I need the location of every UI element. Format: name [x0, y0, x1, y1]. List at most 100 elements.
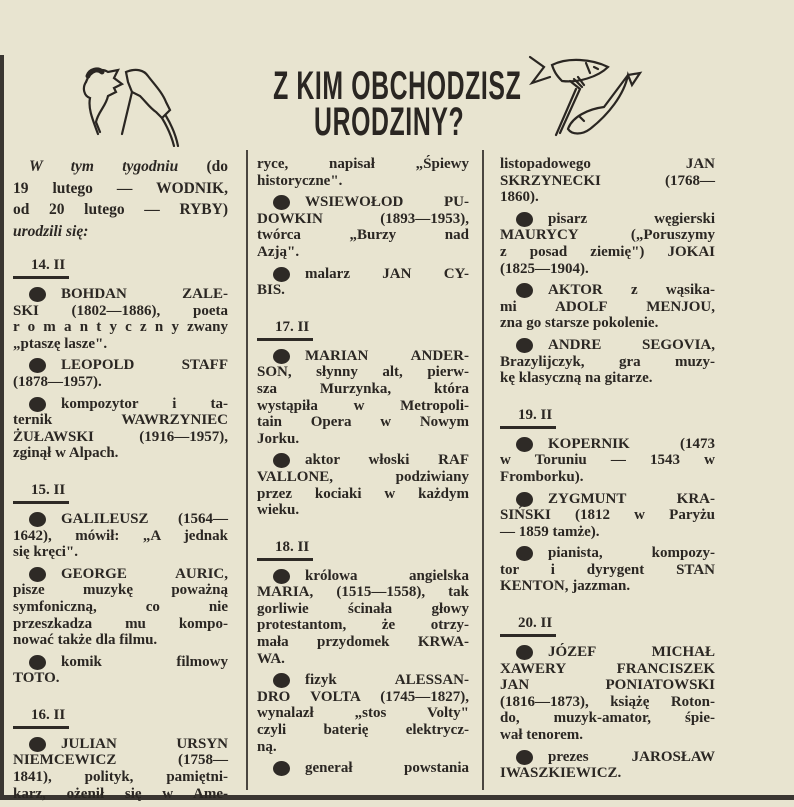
bullet-icon: [29, 358, 46, 374]
entry-text-line: wynalazł „stos Volty": [257, 705, 469, 722]
date-heading: 18. II: [257, 538, 314, 561]
entry-text-line: MARIAN ANDER-: [305, 347, 469, 364]
entry-text-line: VALLONE, podziwiany: [257, 468, 469, 485]
entry-text-line: (1816—1873), książę Roton-: [500, 693, 715, 710]
aquarius-water-bearer-icon: [82, 67, 180, 147]
entry-text-line: aktor włoski RAF: [305, 452, 469, 469]
birthday-entry: ANDRE SEGOVIA,Brazylijczyk, gra muzy-kę …: [500, 337, 715, 387]
entry-text-line: SKRZYNECKI (1768—: [500, 172, 715, 189]
entry-text-line: wieku.: [257, 502, 300, 519]
entry-text-line: prezes JAROSŁAW: [548, 748, 715, 765]
entry-text-line: pisarz węgierski: [548, 210, 715, 227]
entry-text-line: pianista, kompozy-: [548, 545, 715, 562]
date-heading: 17. II: [257, 318, 314, 341]
entry-text-line: WSIEWOŁOD PU-: [305, 194, 469, 211]
entry-text-line: tain Opera w Nowym: [257, 414, 469, 431]
entry-text-line: DOWKIN (1893—1953),: [257, 210, 469, 227]
entry-text-line: królowa angielska: [305, 567, 469, 584]
entry-text-line: JULIAN URSYN: [61, 735, 228, 752]
birthday-entry: WSIEWOŁOD PU-DOWKIN (1893—1953),twórca „…: [257, 194, 469, 260]
birthday-entry: AKTOR z wąsika-mi ADOLF MENJOU,zna go st…: [500, 282, 715, 332]
entry-text-line: ternik WAWRZYNIEC: [13, 412, 228, 429]
date-heading: 16. II: [13, 706, 70, 729]
birthday-entry: MARIAN ANDER-SON, słynny alt, pierw-sza …: [257, 348, 469, 448]
date-heading: 20. II: [500, 614, 557, 638]
entry-text-line: fizyk ALESSAN-: [305, 672, 469, 689]
entry-text-line: GALILEUSZ (1564—: [61, 510, 228, 527]
entry-text-line: Brazylijczyk, gra muzy-: [500, 353, 715, 370]
entry-text-line: MAURYCY („Poruszymy: [500, 227, 715, 244]
bullet-icon: [516, 283, 533, 299]
entry-text-line: kę klasyczną na gitarze.: [500, 370, 653, 387]
entry-text-line: twórca „Burzy nad: [257, 227, 469, 244]
entry-text-line: 1860).: [500, 189, 539, 206]
entry-text-line: do, muzyk-amator, śpie-: [500, 710, 715, 727]
entry-text-line: (1825—1904).: [500, 260, 589, 277]
entry-text-line: Jorku.: [257, 430, 300, 447]
entry-text-line: JAN PONIATOWSKI: [500, 677, 715, 694]
entry-text-line: XAWERY FRANCISZEK: [500, 660, 715, 677]
entry-text-line: komik filmowy: [61, 653, 228, 670]
entry-text-line: sza Murzynka, która: [257, 380, 469, 397]
entry-text-line: BOHDAN ZALE-: [61, 286, 228, 302]
column-divider: [246, 150, 248, 790]
bullet-icon: [273, 568, 290, 584]
bullet-icon: [29, 287, 46, 302]
entry-text-line: przeszkadza mu kompo-: [13, 615, 228, 632]
entry-text-line: mała przydomek KRWA-: [257, 634, 469, 651]
entry-text-line: AKTOR z wąsika-: [548, 282, 715, 299]
bullet-icon: [29, 566, 46, 582]
entry-text-line: NIEMCEWICZ (1758—: [13, 752, 228, 769]
birthday-entry: fizyk ALESSAN-DRO VOLTA (1745—1827),wyna…: [257, 672, 469, 755]
entry-text-line: gorliwie ścinała głowy: [257, 600, 469, 617]
bullet-icon: [29, 736, 46, 752]
bottom-rule: [0, 795, 794, 800]
entry-text-line: ną.: [257, 738, 277, 755]
birthday-entry: malarz JAN CY-BIS.: [257, 266, 469, 299]
birthday-entry: generał powstania: [257, 760, 469, 777]
bullet-icon: [516, 645, 533, 661]
birthday-entry: ZYGMUNT KRA-SIŃSKI (1812 w Paryżu— 1859 …: [500, 491, 715, 541]
entry-text-line: się kręci".: [13, 544, 78, 561]
entry-text-line: MARIA, (1515—1558), tak: [257, 584, 469, 601]
entry-text-line: historyczne".: [257, 172, 343, 189]
headline-line-2: URODZINY?: [313, 100, 465, 144]
entry-text-line: symfoniczną, co nie: [13, 598, 228, 615]
date-heading: 19. II: [500, 406, 557, 429]
entry-text-line: zna go starsze pokolenie.: [500, 315, 659, 332]
bullet-icon: [29, 654, 46, 670]
intro-paragraph: W tym tygodniu (do 19 lutego — WODNIK, o…: [13, 156, 228, 242]
entry-text-line: SON, słynny alt, pierw-: [257, 364, 469, 381]
date-heading: 14. II: [13, 256, 70, 279]
entry-text-line: DRO VOLTA (1745—1827),: [257, 688, 469, 705]
entry-text-line: LEOPOLD STAFF: [61, 357, 228, 374]
bullet-icon: [273, 673, 290, 689]
entry-text-line: GEORGE AURIC,: [61, 565, 228, 582]
entry-text-line: ryce, napisał „Śpiewy: [257, 156, 469, 172]
bullet-icon: [516, 436, 533, 452]
bullet-icon: [516, 546, 533, 562]
intro-italic-tail: urodzili się:: [13, 222, 89, 240]
entry-text-line: ŻUŁAWSKI (1916—1957),: [13, 428, 228, 445]
entry-text-line: wał tenorem.: [500, 727, 584, 744]
entry-text-line: nować także dla filmu.: [13, 632, 158, 649]
date-heading: 15. II: [13, 481, 70, 504]
intro-text: od 20 lutego — RYBY): [13, 201, 228, 218]
entry-text-line: 1642), mówił: „A jednak: [13, 527, 228, 544]
entry-text-line: 1841), polityk, pamiętni-: [13, 769, 228, 786]
entry-text-line: protestantom, że otrzy-: [257, 617, 469, 634]
entry-text-line: przez kociaki w każdym: [257, 485, 469, 502]
entry-text-line: TOTO.: [13, 670, 60, 687]
entry-text-line: WA.: [257, 650, 285, 667]
